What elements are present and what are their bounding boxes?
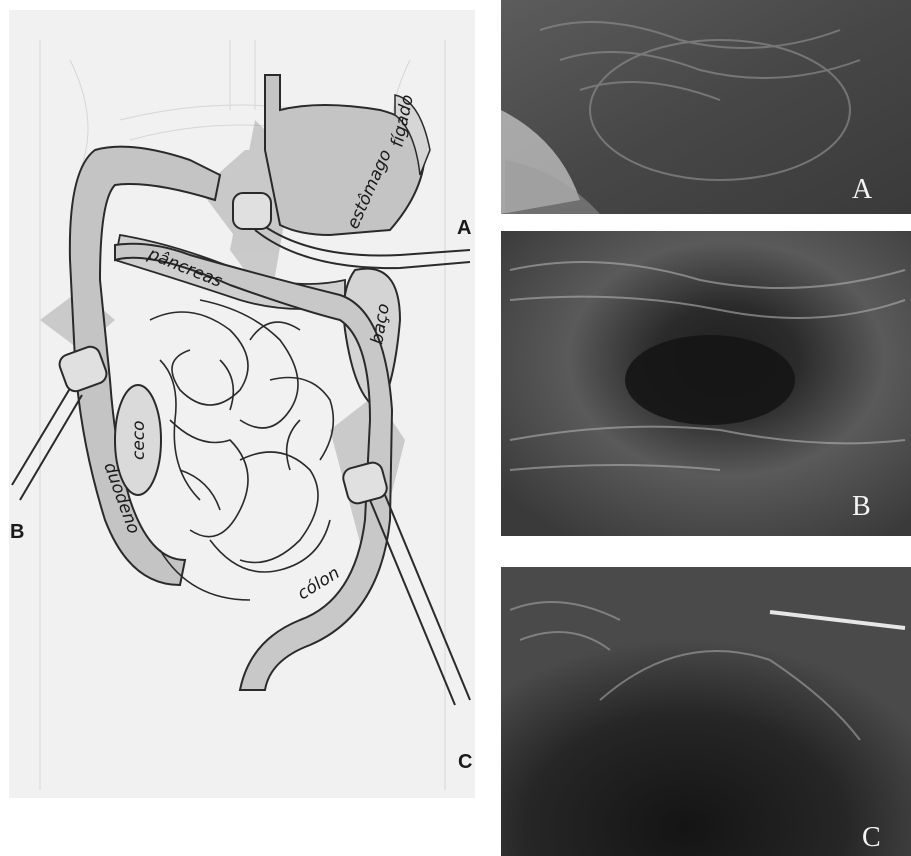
probe-label-b: B: [10, 521, 24, 543]
ultrasound-panel-c: C: [501, 567, 911, 856]
ultrasound-panel-b: B: [501, 231, 911, 536]
probe-label-a: A: [457, 217, 471, 239]
panel-b-label: B: [852, 491, 871, 522]
ultrasound-panel-a: A: [501, 0, 911, 214]
panel-a-label: A: [852, 174, 873, 205]
anatomy-diagram: fígado estômago pâncreas baço ceco duode…: [9, 10, 475, 798]
probe-label-c: C: [458, 751, 472, 773]
panel-b-lesion: [625, 335, 795, 425]
panel-c-label: C: [862, 822, 881, 853]
cecum-label: ceco: [129, 420, 149, 460]
